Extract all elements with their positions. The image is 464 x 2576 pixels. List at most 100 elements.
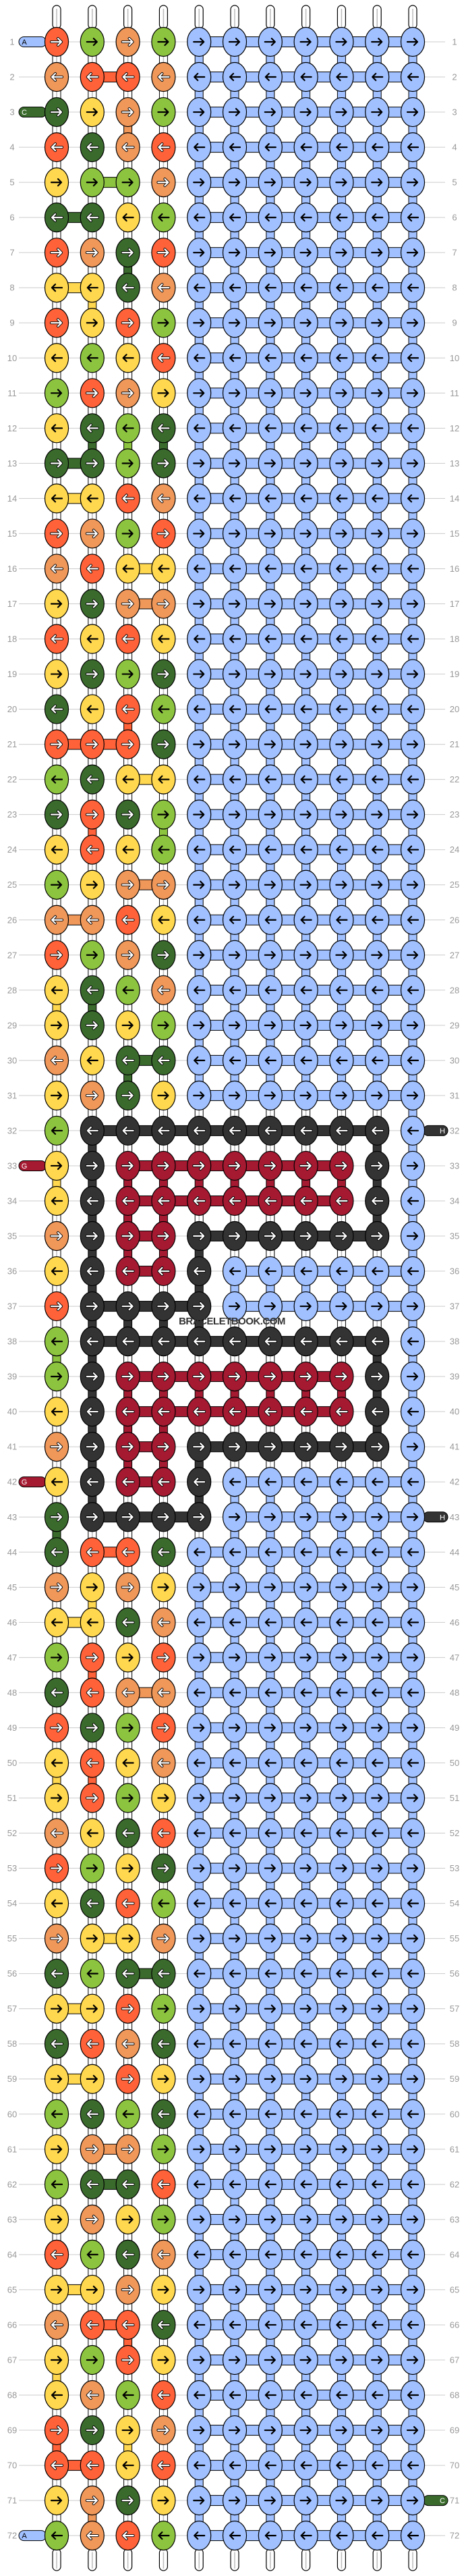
arrow-right-icon <box>299 1372 312 1381</box>
row-number-left: 23 <box>7 809 17 820</box>
arrow-right-icon <box>299 880 312 889</box>
knot <box>329 589 354 619</box>
arrow-right-icon <box>193 389 205 398</box>
arrow-left-icon <box>51 1548 63 1557</box>
knot <box>222 1185 248 1216</box>
knot <box>329 1362 354 1392</box>
row-number-right: 42 <box>450 1477 459 1487</box>
knot <box>222 2521 248 2551</box>
row-number-left: 41 <box>7 1442 17 1452</box>
arrow-left-icon <box>86 845 98 854</box>
knot <box>400 2029 426 2059</box>
knot <box>400 26 426 57</box>
knot <box>258 554 283 584</box>
knot <box>151 1326 176 1357</box>
arrow-left-icon <box>194 142 206 152</box>
arrow-left-icon <box>122 1899 134 1908</box>
arrow-right-icon <box>299 2355 312 2365</box>
row-number-right: 49 <box>450 1723 459 1733</box>
knot <box>258 1502 283 1532</box>
knot <box>151 1572 176 1603</box>
arrow-left-icon <box>372 2180 384 2189</box>
row-number-right: 58 <box>450 2039 459 2049</box>
arrow-left-icon <box>51 72 63 82</box>
arrow-right-icon <box>157 2074 169 2083</box>
arrow-left-icon <box>86 1899 98 1908</box>
knot <box>400 1362 426 1392</box>
knot <box>44 869 69 900</box>
arrow-left-icon <box>336 1618 348 1627</box>
knot <box>293 2344 318 2376</box>
arrow-right-icon <box>264 2074 276 2083</box>
knot <box>365 61 390 92</box>
arrow-left-icon <box>336 424 348 433</box>
arrow-left-icon <box>122 1337 134 1346</box>
row-number-right: 32 <box>450 1125 459 1135</box>
arrow-left-icon <box>264 1407 277 1416</box>
arrow-right-icon <box>335 1091 347 1100</box>
arrow-left-icon <box>86 1688 98 1697</box>
knot <box>80 273 105 303</box>
row-number-left: 30 <box>7 1055 17 1065</box>
arrow-right-icon <box>121 37 134 47</box>
knot <box>80 975 105 1005</box>
knot <box>329 799 354 830</box>
knot <box>293 2521 318 2551</box>
knot <box>400 413 426 444</box>
arrow-left-icon <box>407 1478 419 1486</box>
knot <box>329 1256 354 1287</box>
knot <box>365 1993 390 2024</box>
arrow-right-icon <box>193 2285 205 2295</box>
arrow-left-icon <box>51 564 63 573</box>
arrow-left-icon <box>158 1899 170 1908</box>
knot <box>187 975 212 1005</box>
row-number-right: 47 <box>450 1653 459 1663</box>
knot <box>80 1185 105 1216</box>
arrow-left-icon <box>336 1829 348 1837</box>
arrow-left-icon <box>264 142 277 152</box>
knot <box>80 554 105 584</box>
knot <box>258 1326 283 1357</box>
knot <box>80 413 105 444</box>
arrow-right-icon <box>157 740 169 749</box>
arrow-right-icon <box>299 950 312 959</box>
knot <box>293 1818 318 1848</box>
knot <box>222 940 248 970</box>
knot <box>400 799 426 830</box>
knot <box>365 1888 390 1918</box>
arrow-right-icon <box>264 248 276 257</box>
knot <box>187 2169 212 2199</box>
arrow-left-icon <box>300 1337 312 1346</box>
arrow-left-icon <box>372 1829 384 1837</box>
arrow-left-icon <box>372 1266 384 1276</box>
row-number-right: 11 <box>450 388 459 398</box>
knot <box>365 238 390 268</box>
knot <box>365 1958 390 1989</box>
knot <box>222 905 248 935</box>
arrow-left-icon <box>158 213 170 222</box>
arrow-right-icon <box>335 2145 347 2153</box>
arrow-left-icon <box>51 635 63 643</box>
knot <box>365 659 390 689</box>
arrow-right-icon <box>406 2355 419 2365</box>
knot <box>222 167 248 198</box>
arrow-left-icon <box>194 1899 206 1908</box>
row-number-left: 43 <box>7 1512 17 1522</box>
knot <box>365 624 390 654</box>
arrow-left-icon <box>194 1829 206 1837</box>
strand-label: A <box>22 38 27 47</box>
row-number-left: 65 <box>7 2284 17 2295</box>
knot <box>329 659 354 689</box>
knot <box>329 1502 354 1532</box>
knot <box>258 1256 283 1287</box>
knot <box>293 1432 318 1462</box>
arrow-left-icon <box>51 213 63 222</box>
knot <box>44 132 69 163</box>
knot <box>400 1291 426 1322</box>
arrow-right-icon <box>50 1091 63 1100</box>
row-number-right: 50 <box>450 1758 459 1768</box>
knot <box>187 1783 212 1813</box>
arrow-left-icon <box>229 2039 241 2048</box>
arrow-left-icon <box>300 354 312 363</box>
arrow-left-icon <box>229 1899 241 1908</box>
